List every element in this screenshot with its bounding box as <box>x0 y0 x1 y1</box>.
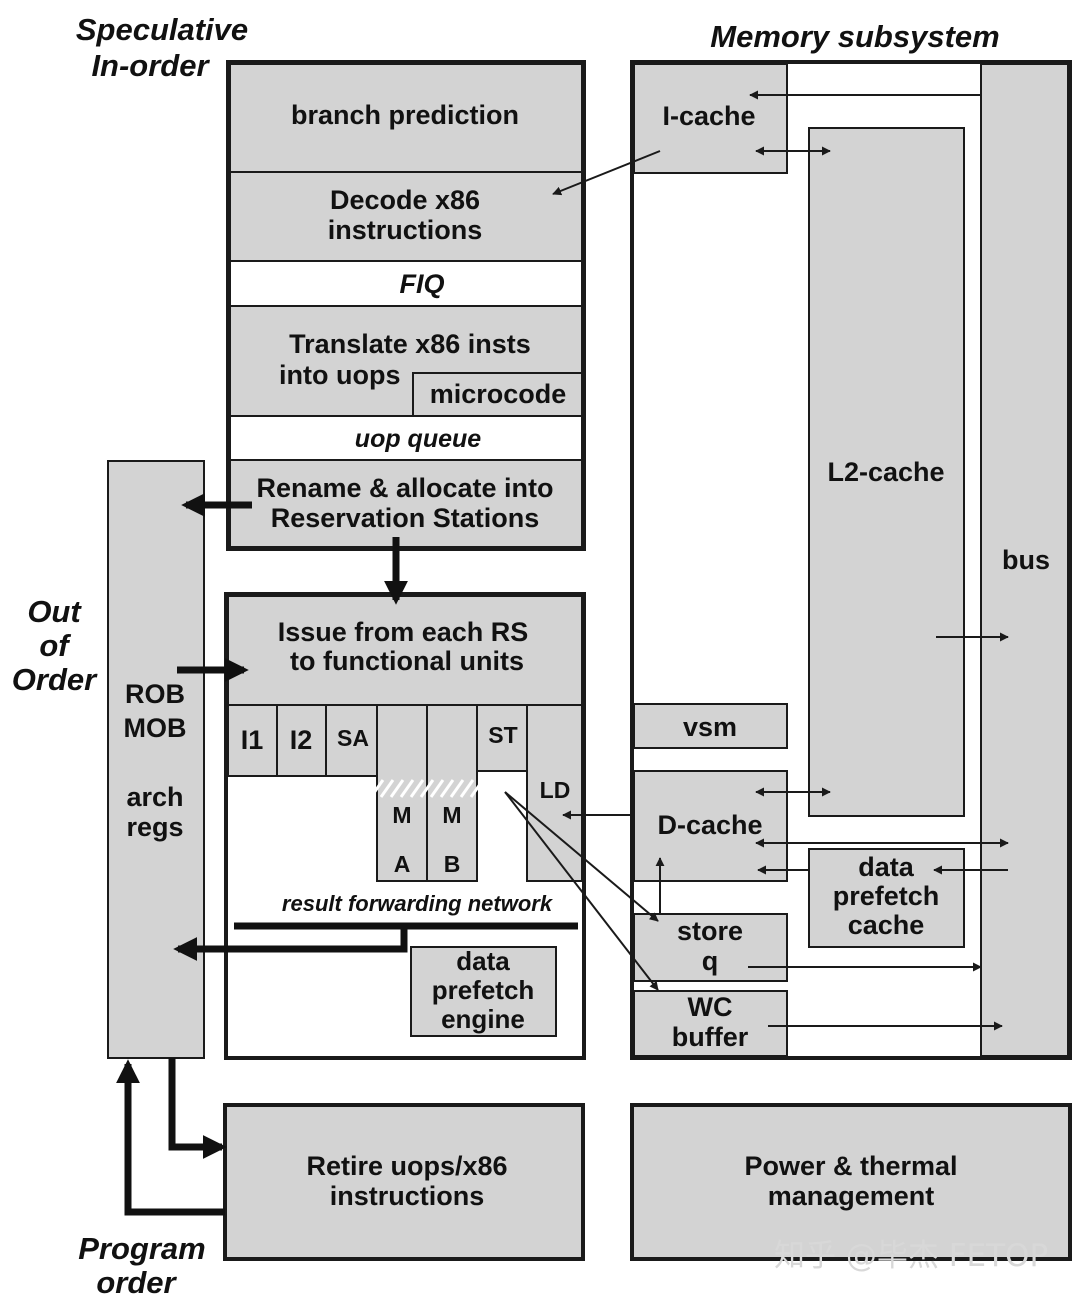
prefetch-engine-label-2: prefetch <box>432 975 535 1005</box>
retire-label-1: Retire uops/x86 <box>306 1151 507 1181</box>
unit-ma-label-top: M <box>392 802 411 828</box>
execution-block: Issue from each RS to functional units I… <box>224 592 586 1060</box>
unit-i1 <box>227 704 278 777</box>
issue-label-1: Issue from each RS <box>278 617 529 647</box>
speculative-heading: Speculative <box>76 12 248 47</box>
bus-label: bus <box>1002 545 1050 575</box>
power-label-1: Power & thermal <box>744 1151 957 1181</box>
regs-label: regs <box>126 812 183 842</box>
memory-subsystem-heading: Memory subsystem <box>710 19 999 54</box>
retire-label-2: instructions <box>330 1181 485 1211</box>
unit-ma-label-bottom: A <box>394 851 411 877</box>
mob-label: MOB <box>124 713 187 743</box>
issue-box <box>227 595 583 706</box>
prefetch-engine-label-1: data <box>456 946 510 976</box>
unit-i2 <box>276 704 327 777</box>
watermark-text: 知乎 @毕杰 FETOP <box>774 1238 1048 1274</box>
power-label-2: management <box>768 1181 935 1211</box>
decode-label-1: Decode x86 <box>330 185 480 215</box>
translate-label-1: Translate x86 insts <box>289 329 531 359</box>
translate-label-2: into uops <box>279 360 400 390</box>
st-to-wc-arrow <box>504 791 659 991</box>
vsm-box <box>633 703 788 749</box>
in-order-heading: In-order <box>91 48 210 83</box>
frontend-block: branch prediction Decode x86 instruction… <box>226 60 586 551</box>
prefetch-engine-label-3: engine <box>441 1004 525 1034</box>
order-heading: Order <box>12 662 98 697</box>
unit-i1-label: I1 <box>241 725 264 755</box>
bus-box <box>980 63 1069 1057</box>
unit-sa <box>325 704 378 777</box>
l2cache-label: L2-cache <box>827 457 944 487</box>
arch-label: arch <box>126 782 183 812</box>
uop-queue-label: uop queue <box>355 425 481 453</box>
memory-subsystem-block: I-cache L2-cache bus vsm D-cache data pr… <box>630 60 1072 1060</box>
microcode-box <box>412 372 583 417</box>
rob-label: ROB <box>125 679 185 709</box>
prefetch-cache-label-2: prefetch <box>833 881 940 911</box>
wc-label-2: buffer <box>672 1022 749 1052</box>
unit-ld <box>526 704 583 882</box>
fiq-box <box>229 260 583 307</box>
prefetch-cache-label-1: data <box>858 852 915 882</box>
m-unit-gap <box>369 779 485 798</box>
data-prefetch-engine-box <box>410 946 557 1037</box>
microcode-label: microcode <box>430 379 567 409</box>
prefetch-cache-label-3: cache <box>848 910 925 940</box>
retire-box <box>223 1103 585 1261</box>
program-heading: Program <box>78 1231 205 1266</box>
rename-label-2: Reservation Stations <box>271 503 540 533</box>
thick-arrows <box>116 493 408 1216</box>
wc-buffer-box <box>633 990 788 1057</box>
of-heading: of <box>39 628 71 663</box>
l2cache-box <box>808 127 965 817</box>
retire-to-rob-arrow <box>116 1059 225 1216</box>
branch-prediction-label: branch prediction <box>291 100 519 130</box>
store-q-label-1: store <box>677 916 743 946</box>
rob-to-retire-arrow <box>168 1058 227 1159</box>
wc-label-1: WC <box>688 992 733 1022</box>
rob-mob-block <box>107 460 205 1059</box>
forwarding-to-rob-arrow <box>173 926 408 961</box>
unit-ld-label: LD <box>540 777 571 803</box>
st-to-storeq-arrow <box>504 791 659 922</box>
data-prefetch-cache-box <box>808 848 965 948</box>
rename-label-1: Rename & allocate into <box>256 473 553 503</box>
order-heading-2: order <box>96 1265 177 1300</box>
unit-mb-label-bottom: B <box>444 851 461 877</box>
thin-arrows <box>504 90 1009 1031</box>
decode-box <box>229 171 583 262</box>
fiq-label: FIQ <box>400 269 445 299</box>
store-queue-box <box>633 913 788 982</box>
unit-i2-label: I2 <box>290 725 313 755</box>
vsm-label: vsm <box>683 712 737 742</box>
icache-to-decode-arrow <box>552 150 661 196</box>
power-thermal-box <box>630 1103 1072 1261</box>
dcache-label: D-cache <box>657 810 762 840</box>
out-heading: Out <box>27 594 82 629</box>
issue-label-2: to functional units <box>290 646 524 676</box>
icache-label: I-cache <box>662 101 755 131</box>
unit-st-label: ST <box>488 722 517 748</box>
unit-mb-label-top: M <box>442 802 461 828</box>
unit-sa-label: SA <box>337 725 369 751</box>
result-forwarding-label: result forwarding network <box>282 891 554 916</box>
decode-label-2: instructions <box>328 215 483 245</box>
store-q-label-2: q <box>702 946 719 976</box>
branch-prediction-box <box>229 63 583 173</box>
